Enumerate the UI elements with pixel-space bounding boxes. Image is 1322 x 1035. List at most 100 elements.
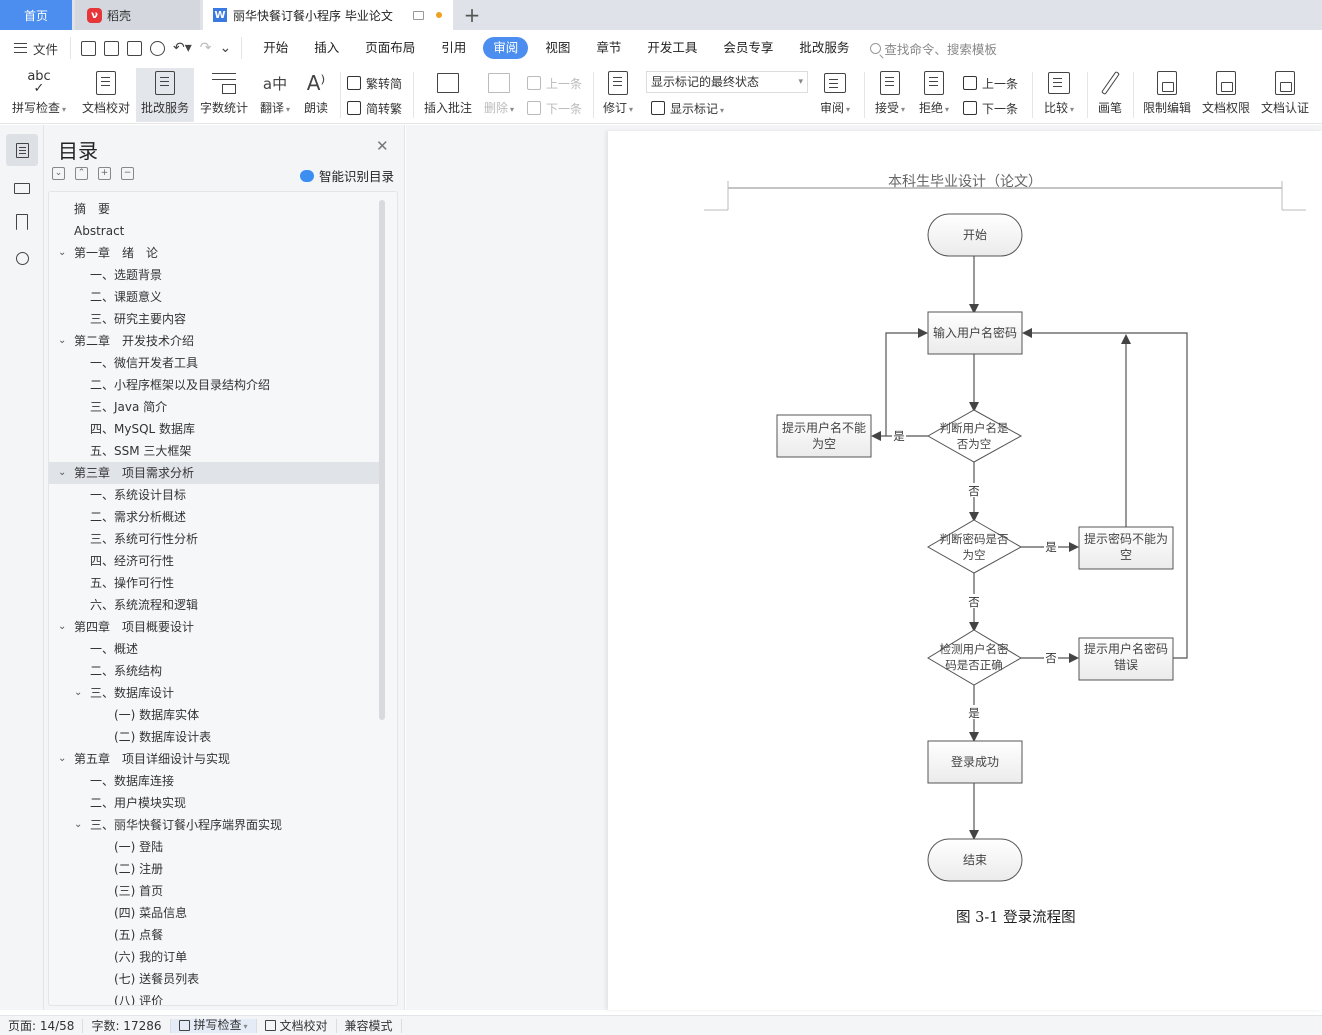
pen-button[interactable]: 画笔 <box>1093 68 1127 122</box>
expand-down-icon[interactable]: ⌄ <box>52 167 65 180</box>
toc-item[interactable]: 一、概述 <box>49 638 379 660</box>
toc-item[interactable]: 四、经济可行性 <box>49 550 379 572</box>
menu-tab-references[interactable]: 引用 <box>441 40 467 55</box>
export-pdf-icon[interactable] <box>104 40 119 56</box>
toc-item[interactable]: 摘 要 <box>49 198 379 220</box>
toc-item[interactable]: (三) 首页 <box>49 880 379 902</box>
toc-item[interactable]: ⌄第一章 绪 论 <box>49 242 379 264</box>
toc-item[interactable]: 二、课题意义 <box>49 286 379 308</box>
customize-chevron-icon[interactable]: ⌄ <box>219 40 232 56</box>
toc-item[interactable]: 五、SSM 三大框架 <box>49 440 379 462</box>
close-icon[interactable]: ✕ <box>376 137 389 155</box>
restrict-edit-button[interactable]: 限制编辑 <box>1140 68 1194 122</box>
toc-item[interactable]: (一) 数据库实体 <box>49 704 379 726</box>
print-icon[interactable] <box>127 40 142 56</box>
word-count-indicator[interactable]: 字数: 17286 <box>83 1018 171 1033</box>
undo-icon[interactable]: ↶▾ <box>173 40 192 56</box>
menu-tab-view[interactable]: 视图 <box>545 40 571 55</box>
read-aloud-button[interactable]: A⁾ 朗读 <box>300 68 332 122</box>
menu-tab-start[interactable]: 开始 <box>263 40 289 55</box>
menu-tab-correction[interactable]: 批改服务 <box>799 40 850 55</box>
navigation-rail-button[interactable] <box>6 170 38 202</box>
status-doc-proof[interactable]: 文档校对 <box>257 1018 337 1033</box>
toc-item[interactable]: 三、研究主要内容 <box>49 308 379 330</box>
toc-item[interactable]: ⌄三、丽华快餐订餐小程序端界面实现 <box>49 814 379 836</box>
save-icon[interactable] <box>81 40 96 56</box>
chevron-down-icon[interactable]: ⌄ <box>58 335 67 346</box>
chevron-down-icon[interactable]: ⌄ <box>74 819 83 830</box>
toc-item[interactable]: (二) 注册 <box>49 858 379 880</box>
insert-comment-button[interactable]: 插入批注 <box>420 68 476 122</box>
show-markup-button[interactable]: 显示标记 <box>651 97 724 119</box>
toc-item[interactable]: Abstract <box>49 220 379 242</box>
menu-tab-developer[interactable]: 开发工具 <box>647 40 698 55</box>
chevron-down-icon[interactable]: ⌄ <box>58 467 67 478</box>
menu-tab-section[interactable]: 章节 <box>596 40 622 55</box>
menu-tab-layout[interactable]: 页面布局 <box>365 40 416 55</box>
toc-item[interactable]: 三、系统可行性分析 <box>49 528 379 550</box>
toc-item[interactable]: ⌄第四章 项目概要设计 <box>49 616 379 638</box>
compare-button[interactable]: 比较 <box>1038 68 1080 122</box>
trad-to-simp-button[interactable]: 繁转简 <box>347 72 402 94</box>
toc-item[interactable]: ⌄第五章 项目详细设计与实现 <box>49 748 379 770</box>
menu-tab-insert[interactable]: 插入 <box>314 40 340 55</box>
toc-item[interactable]: (七) 送餐员列表 <box>49 968 379 990</box>
toc-rail-button[interactable] <box>6 134 38 166</box>
status-spell-check[interactable]: 拼写检查 <box>170 1018 257 1033</box>
spell-check-button[interactable]: abc✓ 拼写检查 <box>8 68 70 122</box>
toc-item[interactable]: 二、小程序框架以及目录结构介绍 <box>49 374 379 396</box>
search-rail-button[interactable] <box>6 242 38 274</box>
menu-tab-review[interactable]: 审阅 <box>483 37 529 59</box>
chevron-down-icon[interactable]: ⌄ <box>58 753 67 764</box>
bookmark-rail-button[interactable] <box>6 206 38 238</box>
new-tab-button[interactable]: + <box>458 0 486 30</box>
reject-button[interactable]: 拒绝 <box>914 68 954 122</box>
toc-item[interactable]: ⌄三、数据库设计 <box>49 682 379 704</box>
toc-item[interactable]: ⌄第三章 项目需求分析 <box>49 462 379 484</box>
tab-home[interactable]: 首页 <box>0 0 72 30</box>
toc-item[interactable]: ⌄第二章 开发技术介绍 <box>49 330 379 352</box>
track-changes-button[interactable]: 修订 <box>599 68 637 122</box>
prev-change-button[interactable]: 上一条 <box>963 72 1018 94</box>
accept-button[interactable]: 接受 <box>870 68 910 122</box>
toc-item[interactable]: 一、数据库连接 <box>49 770 379 792</box>
next-change-button[interactable]: 下一条 <box>963 97 1018 119</box>
markup-state-select[interactable]: 显示标记的最终状态 <box>646 71 808 93</box>
next-comment-button[interactable]: 下一条 <box>527 97 582 119</box>
toc-scrollbar[interactable] <box>379 200 385 720</box>
toc-item[interactable]: 四、MySQL 数据库 <box>49 418 379 440</box>
smart-toc-button[interactable]: 智能识别目录 <box>299 166 394 185</box>
toc-item[interactable]: 二、需求分析概述 <box>49 506 379 528</box>
toc-item[interactable]: 一、系统设计目标 <box>49 484 379 506</box>
page-indicator[interactable]: 页面: 14/58 <box>0 1018 84 1033</box>
toc-item[interactable]: 二、用户模块实现 <box>49 792 379 814</box>
tab-document[interactable]: W 丽华快餐订餐小程序 毕业论文 <box>203 0 453 30</box>
toc-item[interactable]: 一、微信开发者工具 <box>49 352 379 374</box>
toc-item[interactable]: 六、系统流程和逻辑 <box>49 594 379 616</box>
chevron-down-icon[interactable]: ⌄ <box>58 247 67 258</box>
prev-comment-button[interactable]: 上一条 <box>527 72 582 94</box>
toc-item[interactable]: 五、操作可行性 <box>49 572 379 594</box>
chevron-down-icon[interactable]: ⌄ <box>74 687 83 698</box>
doc-certify-button[interactable]: 文档认证 <box>1258 68 1312 122</box>
word-count-button[interactable]: 字数统计 <box>197 68 251 122</box>
translate-button[interactable]: a中 翻译 <box>256 68 294 122</box>
toc-item[interactable]: (二) 数据库设计表 <box>49 726 379 748</box>
toc-item[interactable]: (八) 评价 <box>49 990 379 1005</box>
correction-service-button[interactable]: 批改服务 <box>136 68 194 122</box>
doc-permission-button[interactable]: 文档权限 <box>1199 68 1253 122</box>
toc-item[interactable]: (一) 登陆 <box>49 836 379 858</box>
print-preview-icon[interactable] <box>150 40 165 56</box>
expand-all-icon[interactable]: + <box>98 167 111 180</box>
file-menu[interactable]: 文件 <box>0 39 70 58</box>
toc-item[interactable]: 二、系统结构 <box>49 660 379 682</box>
toc-item[interactable]: (六) 我的订单 <box>49 946 379 968</box>
toc-item[interactable]: (五) 点餐 <box>49 924 379 946</box>
collapse-all-icon[interactable]: − <box>121 167 134 180</box>
toc-item[interactable]: (四) 菜品信息 <box>49 902 379 924</box>
doc-proof-button[interactable]: 文档校对 <box>78 68 134 122</box>
collapse-up-icon[interactable]: ⌃ <box>75 167 88 180</box>
toc-item[interactable]: 三、Java 简介 <box>49 396 379 418</box>
chevron-down-icon[interactable]: ⌄ <box>58 621 67 632</box>
monitor-icon[interactable] <box>412 10 424 20</box>
